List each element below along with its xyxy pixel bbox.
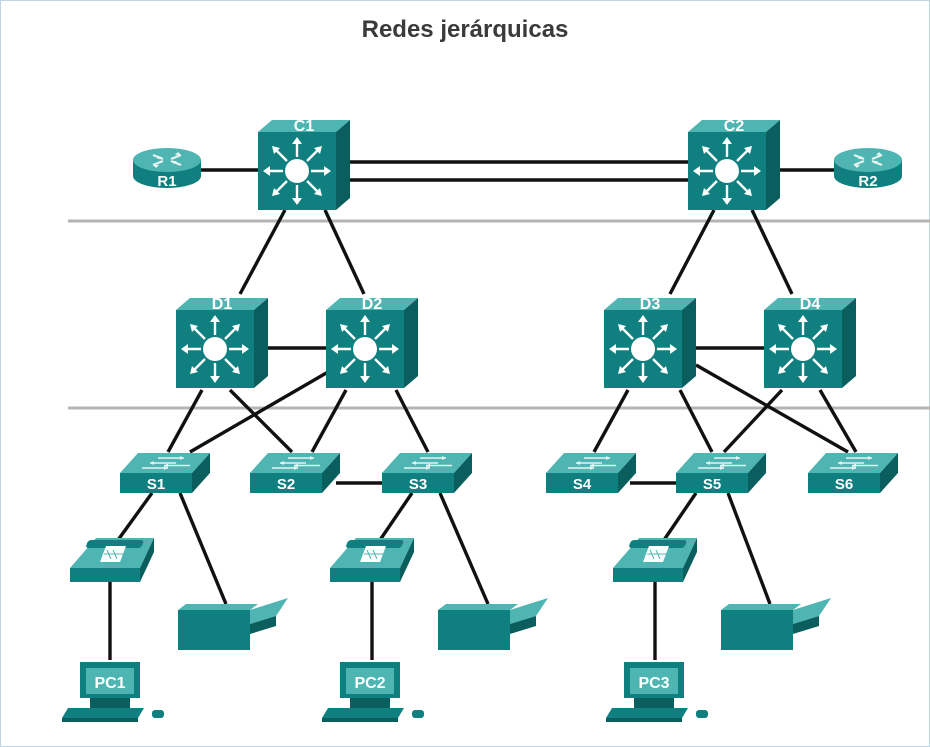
ip-phone-1 (69, 537, 155, 583)
link-d1-s2 (228, 388, 294, 454)
pc-icon (322, 662, 424, 722)
link-s5-printer3 (726, 492, 772, 605)
printer-2 (438, 598, 548, 650)
distribution-switch-d1: D1 (174, 296, 270, 390)
core-switch-c2: C2 (686, 118, 782, 212)
distribution-switch-d1-label: D1 (212, 296, 233, 313)
link-d3-s5 (678, 389, 714, 453)
link-c2-d3 (668, 209, 716, 295)
link-d1-s1 (166, 389, 204, 453)
link-s1-printer1 (178, 492, 228, 605)
pc-1: PC1 (62, 662, 164, 722)
link-s1-phone1 (116, 492, 154, 541)
printer-icon (721, 598, 831, 650)
pc-icon (62, 662, 164, 722)
ip-phone-icon (329, 537, 415, 583)
link-d2-s1 (189, 370, 329, 454)
printer-icon (178, 598, 288, 650)
ip-phone-icon (69, 537, 155, 583)
link-d4-s5 (722, 388, 784, 454)
distribution-switch-d2: D2 (324, 296, 420, 390)
link-d2-s2 (310, 389, 348, 453)
link-s5-phone3 (662, 492, 698, 541)
link-c2-d4 (750, 209, 794, 295)
pc-2: PC2 (322, 662, 424, 722)
core-switch-c2-label: C2 (724, 118, 745, 135)
access-switch-s3: S3 (381, 452, 473, 494)
link-d4-s6 (818, 389, 858, 453)
access-switch-s2: S2 (249, 452, 341, 494)
link-d3-s6 (695, 363, 849, 454)
access-switch-s1: S1 (119, 452, 211, 494)
pc-icon (606, 662, 708, 722)
printer-3 (721, 598, 831, 650)
pc-2-label: PC2 (354, 675, 385, 692)
pc-1-label: PC1 (94, 675, 125, 692)
router-r2-label: R2 (858, 173, 877, 190)
router-r1-label: R1 (157, 173, 176, 190)
access-switch-s4: S4 (545, 452, 637, 494)
access-switch-s2-label: S2 (277, 476, 295, 493)
link-c1-d1 (238, 209, 287, 295)
core-switch-c1-label: C1 (294, 118, 315, 135)
access-switch-s4-label: S4 (573, 476, 592, 493)
router-r2: R2 (832, 146, 904, 190)
access-switch-s6-label: S6 (835, 476, 853, 493)
access-switch-s1-label: S1 (147, 476, 165, 493)
router-r1: R1 (131, 146, 203, 190)
distribution-switch-d4-label: D4 (800, 296, 821, 313)
ip-phone-3 (612, 537, 698, 583)
link-d2-s3 (394, 389, 430, 453)
ip-phone-2 (329, 537, 415, 583)
links (108, 160, 858, 660)
diagram-title: Redes jerárquicas (361, 16, 569, 43)
distribution-switch-d3-label: D3 (640, 296, 661, 313)
access-switch-s3-label: S3 (409, 476, 427, 493)
printer-icon (438, 598, 548, 650)
core-switch-c1: C1 (256, 118, 352, 212)
access-switch-s5: S5 (675, 452, 767, 494)
printer-1 (178, 598, 288, 650)
pc-3: PC3 (606, 662, 708, 722)
link-d3-s4 (592, 389, 630, 453)
pc-3-label: PC3 (638, 675, 669, 692)
ip-phone-icon (612, 537, 698, 583)
distribution-switch-d4: D4 (762, 296, 858, 390)
link-s3-phone2 (378, 492, 414, 541)
access-switch-s5-label: S5 (703, 476, 721, 493)
access-switch-s6: S6 (807, 452, 899, 494)
link-c1-d2 (323, 209, 366, 295)
link-s3-printer2 (438, 492, 490, 605)
distribution-switch-d2-label: D2 (362, 296, 383, 313)
distribution-switch-d3: D3 (602, 296, 698, 390)
